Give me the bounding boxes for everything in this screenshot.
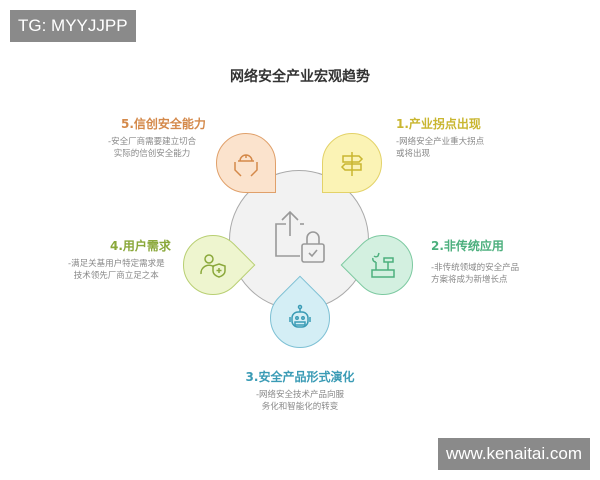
item-4-desc: -满足关基用户特定需求是技术领先厂商立足之本 [68, 259, 165, 281]
item-1-desc: -网络安全产业重大拐点或将出现 [396, 137, 485, 159]
item-3-desc: -网络安全技术产品向服务化和智能化的转变 [255, 390, 345, 412]
upload-lock-icon [275, 210, 325, 263]
drop-3 [257, 275, 343, 361]
robot-icon [289, 304, 311, 328]
helmet-hands-icon [234, 154, 258, 177]
item-5-desc: -安全厂商需要建立切合实际的信创安全能力 [108, 137, 197, 159]
item-2-desc: -非传统领域的安全产品方案将成为新增长点 [431, 263, 520, 285]
tools-icon [371, 252, 395, 278]
item-3-title: 3.安全产品形式演化 [245, 370, 355, 384]
drop-5 [216, 133, 276, 193]
user-shield-icon [200, 254, 226, 278]
item-4-title: 4.用户需求 [110, 239, 171, 253]
drop-4 [170, 222, 256, 308]
item-1-title: 1.产业拐点出现 [396, 117, 481, 131]
signpost-icon [340, 152, 364, 176]
diagram-title: 网络安全产业宏观趋势 [230, 69, 370, 85]
drop-2 [340, 222, 426, 308]
item-5-title: 5.信创安全能力 [121, 117, 206, 131]
item-2-title: 2.非传统应用 [431, 239, 504, 253]
watermark-bottom: www.kenaitai.com [437, 438, 590, 470]
drop-1 [322, 133, 382, 193]
watermark-top: TG: MYYJJPP [10, 10, 136, 42]
